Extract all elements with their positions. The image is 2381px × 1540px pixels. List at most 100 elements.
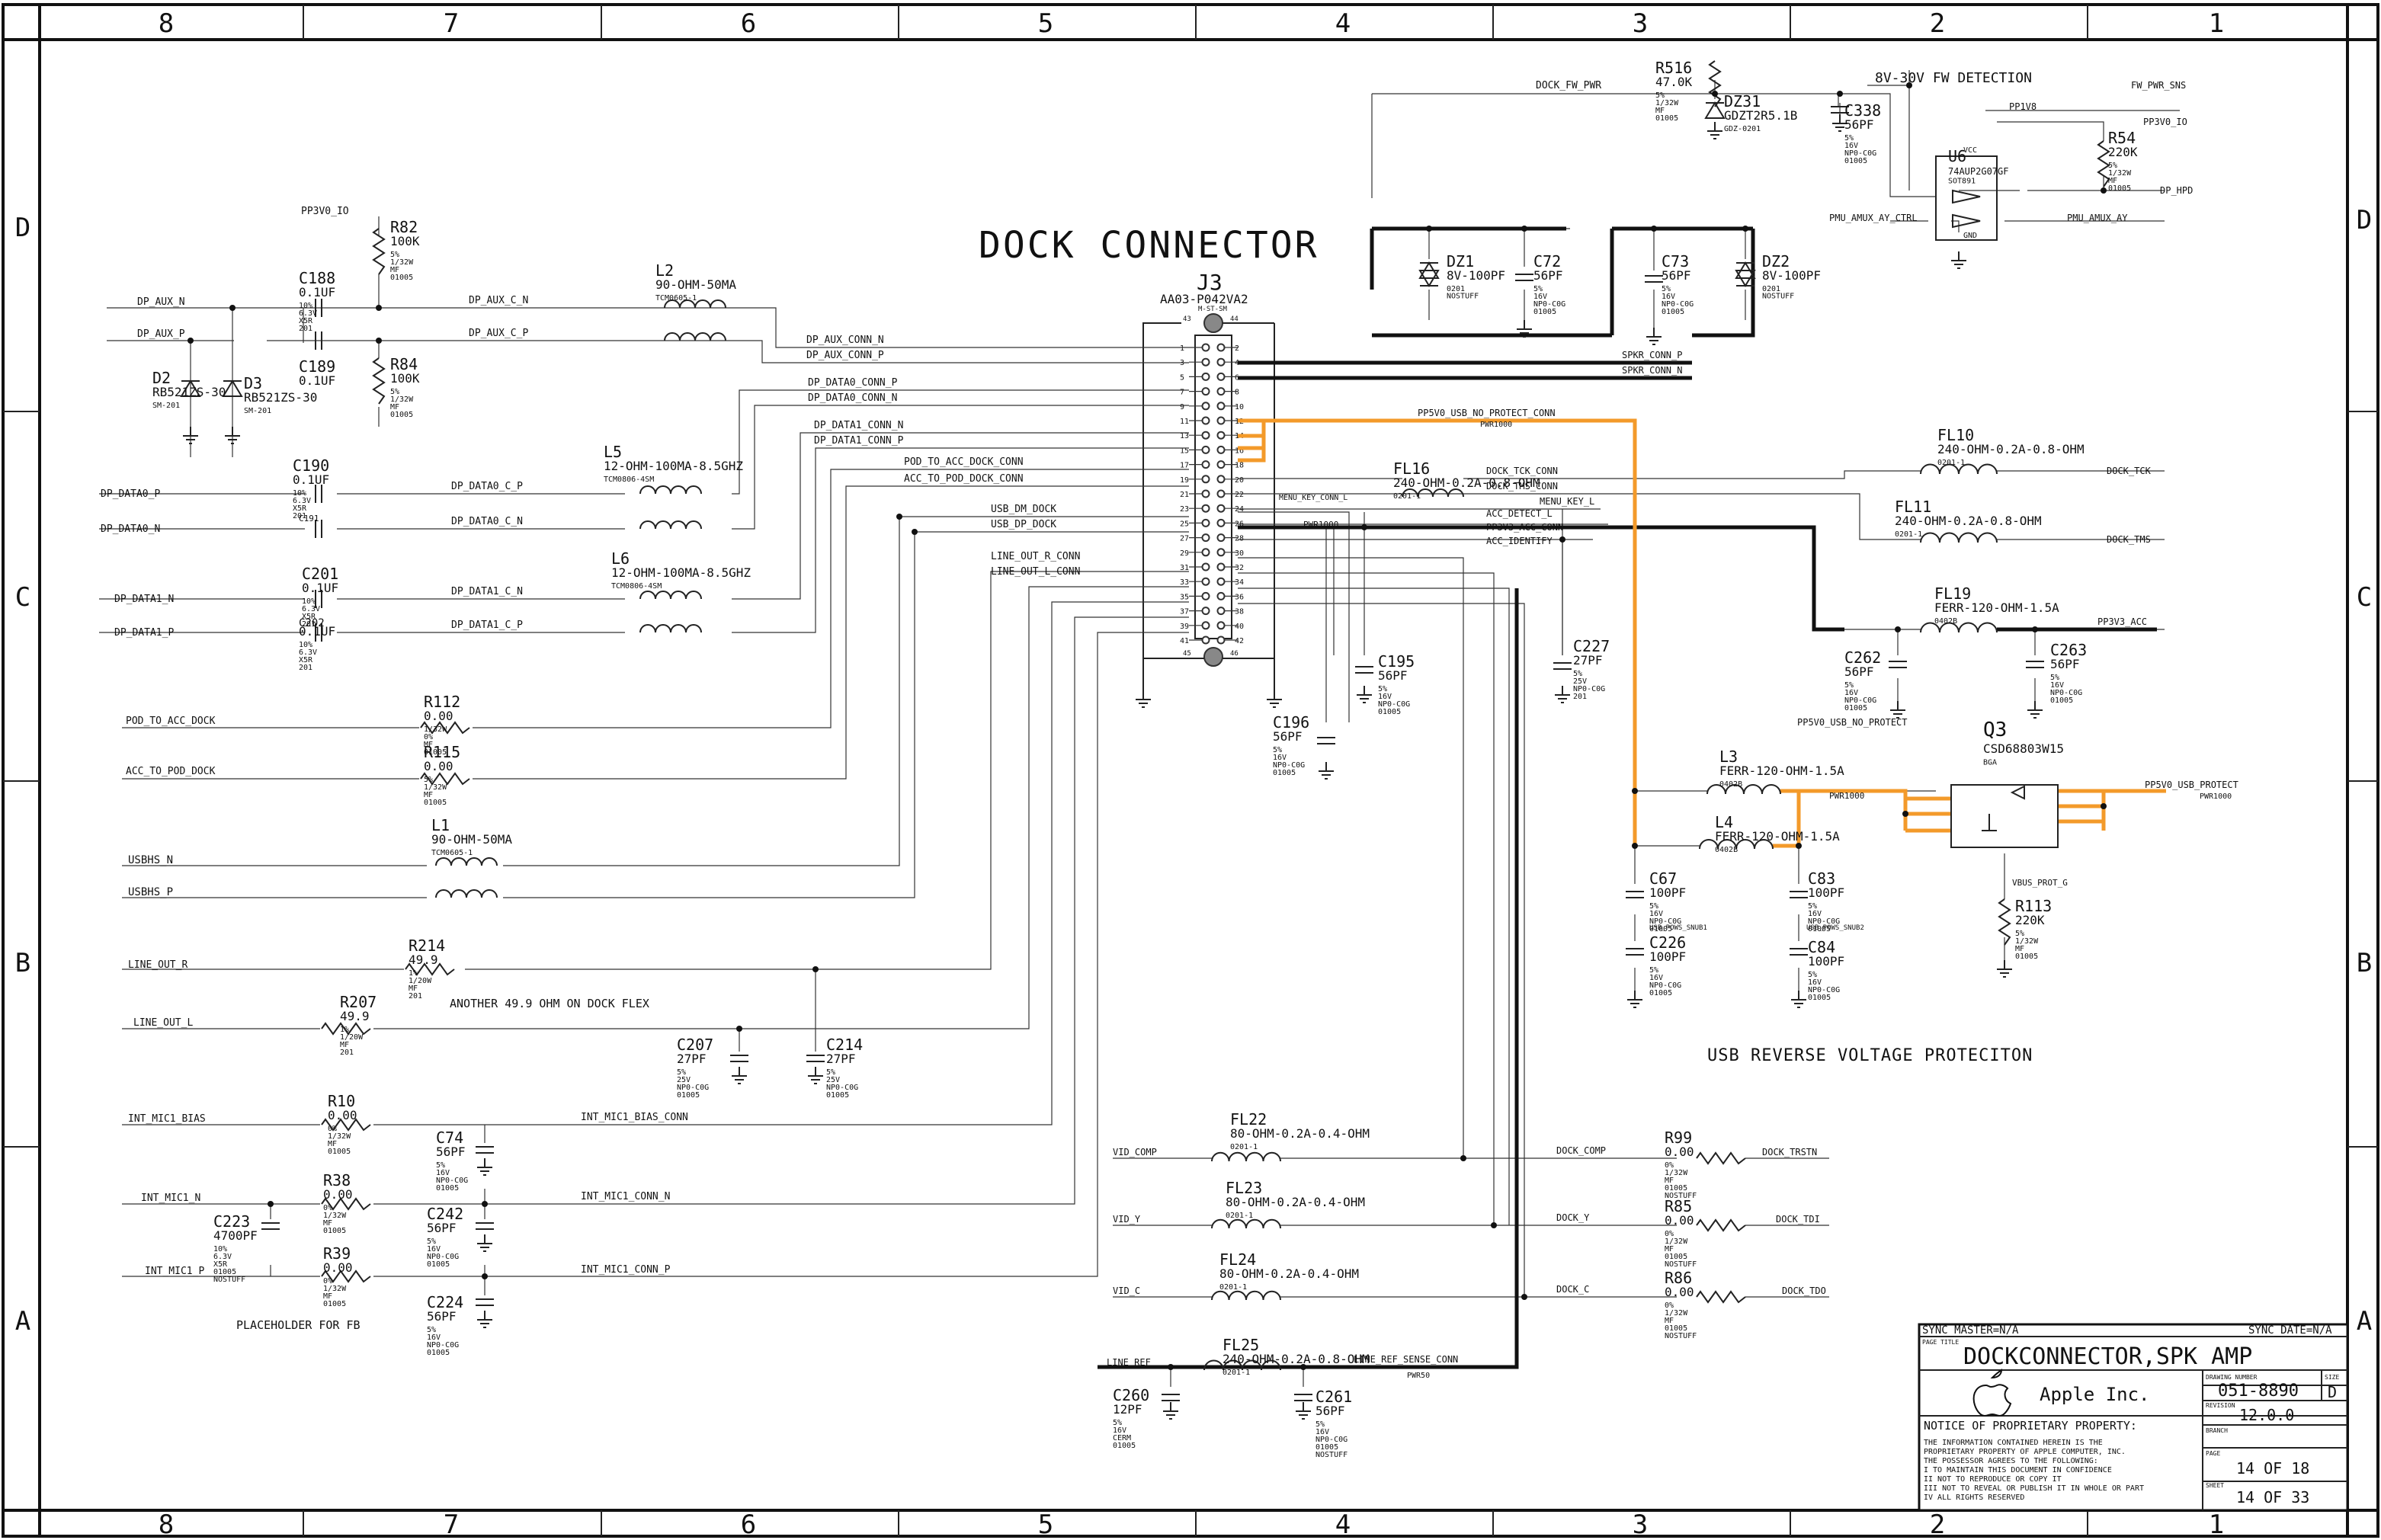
c261-val: 56PF [1315, 1404, 1345, 1418]
ground-icon [1163, 1402, 1178, 1420]
r10-resistor [321, 1118, 371, 1132]
c196-l2: 16V [1273, 754, 1287, 762]
ground-icon [732, 1067, 747, 1084]
ground-icon [2027, 701, 2043, 719]
fl25-ref: FL25 [1223, 1336, 1259, 1354]
net-pwr50: PWR50 [1407, 1372, 1430, 1380]
j3-pin-10 [1216, 402, 1226, 411]
c84-ref: C84 [1808, 938, 1835, 956]
j3-pin-22 [1216, 489, 1226, 498]
junction-dot [1895, 626, 1901, 632]
r99-val: 0.00 [1665, 1145, 1694, 1159]
c191-capacitor [315, 520, 322, 538]
c84-l1: 5% [1808, 971, 1817, 979]
d2-pkg: SM-201 [152, 402, 180, 410]
drawing-number: 051-8890 [2218, 1382, 2299, 1401]
notice-line-3: THE POSSESSOR AGREES TO THE FOLLOWING: [1924, 1457, 2098, 1465]
j3-pin-number: 5 [1180, 373, 1184, 382]
c73-val: 56PF [1662, 268, 1691, 283]
c214-capacitor [806, 1055, 825, 1062]
junction-dot [1460, 1155, 1466, 1161]
j3-part: AA03-P042VA2 [1160, 292, 1248, 306]
net-menu-key-conn-l: MENU_KEY_CONN_L [1279, 494, 1348, 502]
notice-line-6: III NOT TO REVEAL OR PUBLISH IT IN WHOLE… [1924, 1484, 2144, 1493]
c83-ref: C83 [1808, 869, 1835, 888]
l2-choke-b [664, 332, 726, 341]
r86-l1: 0% [1665, 1301, 1674, 1310]
j3-ref: J3 [1197, 270, 1223, 295]
c83-l3: NP0-C0G [1808, 917, 1840, 926]
j3-pin-18 [1216, 460, 1226, 469]
c226-ref: C226 [1649, 933, 1686, 952]
l2-ref: L2 [655, 261, 674, 280]
r112-l2: 0% [424, 733, 433, 741]
ground-icon [1832, 114, 1847, 132]
c72-l3: NP0-C0G [1533, 300, 1565, 309]
junction-dot [736, 1026, 742, 1032]
r115-ref: R115 [424, 743, 460, 761]
j3-pin-13 [1201, 431, 1210, 440]
junction-dot [1426, 226, 1432, 232]
c196-l1: 5% [1273, 746, 1282, 754]
fl11-ref: FL11 [1895, 498, 1931, 516]
c262-l3: NP0-C0G [1844, 696, 1876, 705]
c226-capacitor [1626, 948, 1644, 956]
j3-pin-1 [1201, 343, 1210, 352]
l4-ferrite [1699, 839, 1774, 850]
dz1-val: 8V-100PF [1447, 268, 1505, 283]
j3-pin-number: 27 [1180, 535, 1189, 543]
revision-label: REVISION [2206, 1402, 2235, 1409]
j3-pin-number: 42 [1235, 637, 1244, 645]
r82-ref: R82 [390, 218, 418, 236]
c263-l1: 5% [2050, 674, 2059, 682]
c72-l1: 5% [1533, 285, 1543, 293]
c224-l4: 01005 [427, 1349, 450, 1357]
net-dp-data1-c-n: DP_DATA1_C_N [451, 586, 523, 597]
junction-dot [1361, 524, 1367, 530]
r113-l1: 5% [2015, 930, 2024, 938]
fl19-ferrite [1920, 622, 1998, 633]
fl22-ferrite [1211, 1151, 1281, 1162]
ground-icon [1646, 328, 1662, 345]
junction-dot [1491, 1222, 1497, 1228]
c226-l4: 01005 [1649, 989, 1672, 997]
junction-dot [2101, 187, 2107, 194]
row-label-c-right: C [2357, 582, 2372, 613]
j3-pin-number: 20 [1235, 476, 1244, 485]
j3-pin-20 [1216, 475, 1226, 484]
c223-l2: 6.3V [213, 1253, 232, 1261]
net-dock-tdi: DOCK_TDI [1776, 1214, 1820, 1225]
size-value: D [2328, 1383, 2337, 1401]
j3-pin-number: 18 [1235, 462, 1244, 470]
row-label-c: C [15, 582, 30, 613]
c207-capacitor [730, 1055, 748, 1062]
c207-ref: C207 [677, 1036, 713, 1054]
c260-l3: CERM [1113, 1434, 1131, 1442]
fl11-ferrite [1920, 532, 1998, 543]
c242-ref: C242 [427, 1205, 463, 1223]
c214-val: 27PF [826, 1052, 856, 1066]
svg-text:46: 46 [1230, 650, 1239, 658]
net-pp5v0-usb-no-protect-conn: PP5V0_USB_NO_PROTECT_CONN [1418, 408, 1556, 418]
r84-l3: MF [390, 403, 399, 411]
c83-l1: 5% [1808, 902, 1817, 911]
fl16-ferrite [1402, 488, 1464, 498]
c67-capacitor [1626, 891, 1644, 898]
sync-master: SYNC_MASTER=N/A [1922, 1324, 2019, 1337]
r86-l2: 1/32W [1665, 1309, 1688, 1317]
net-dock-tck: DOCK_TCK [2107, 466, 2152, 476]
r84-resistor [372, 357, 386, 405]
column-label-5-bottom: 5 [1038, 1510, 1053, 1540]
j3-pin-number: 16 [1235, 447, 1244, 455]
c338-l2: 16V [1844, 142, 1858, 150]
c226-val: 100PF [1649, 949, 1686, 964]
j3-pin-9 [1201, 402, 1210, 411]
dz2-val: 8V-100PF [1762, 268, 1821, 283]
j3-pin-5 [1201, 372, 1210, 381]
c188-l1: 10% [299, 302, 312, 310]
net-dp-data0-n: DP_DATA0_N [101, 523, 160, 535]
c242-l1: 5% [427, 1237, 436, 1246]
ground-icon [477, 1311, 492, 1328]
net-pp3v0-io-right: PP3V0_IO [2143, 117, 2187, 127]
junction-dot [1168, 1364, 1174, 1370]
